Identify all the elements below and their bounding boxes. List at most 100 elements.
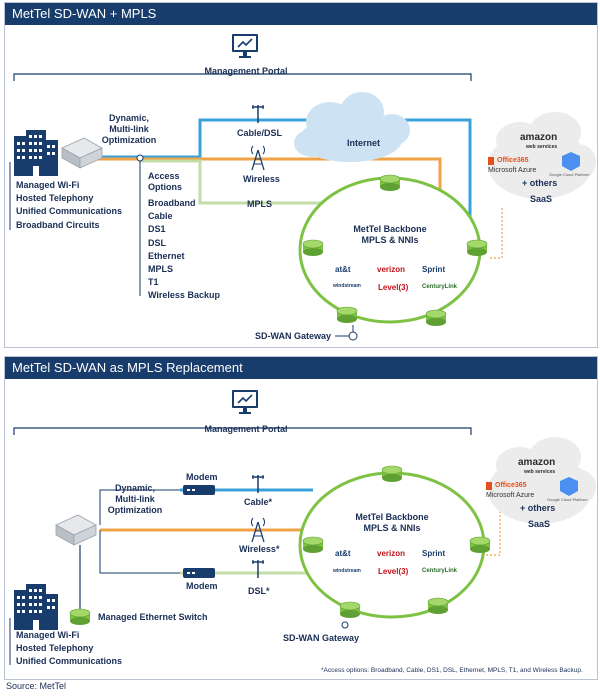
modem-icon: [183, 485, 215, 495]
google-cloud-logo: Google Cloud Platform: [549, 172, 590, 177]
aws-sub-logo: web services: [524, 469, 556, 475]
access-options-title: Access Options: [148, 171, 182, 193]
modem-icon: [183, 568, 215, 578]
backbone-title-line: MPLS & NNIs: [363, 523, 421, 533]
cable-dsl-label: Cable/DSL: [237, 128, 283, 138]
access-title-line: Access: [148, 171, 180, 181]
dynamic-line: Dynamic,: [114, 483, 156, 493]
panel-title: MetTel SD-WAN + MPLS: [5, 3, 597, 25]
verizon-logo: verizon: [377, 265, 406, 274]
gateway-node: [348, 331, 358, 341]
office-building-icon: [14, 130, 58, 176]
windstream-logo: windstream: [333, 283, 361, 289]
sprint-logo: Sprint: [422, 265, 446, 274]
site-service-item: Hosted Telephony: [16, 193, 94, 204]
dsl-label: DSL*: [248, 586, 270, 596]
saas-link: [486, 508, 501, 556]
att-logo: at&t: [335, 265, 351, 274]
management-bracket: [13, 427, 472, 435]
level3-logo: Level(3): [378, 567, 409, 576]
modem-label: Modem: [186, 472, 218, 482]
backbone-title-line: MetTel Backbone: [355, 512, 429, 522]
management-portal-label: Management Portal: [204, 424, 288, 434]
sdwan-gateway-label: SD-WAN Gateway: [283, 633, 360, 643]
mpls-link: [140, 159, 420, 205]
dynamic-optimization-label: Dynamic, Multi-link Optimization: [98, 483, 172, 516]
azure-logo: Microsoft Azure: [486, 492, 535, 499]
office365-logo: Office365: [495, 482, 527, 489]
backbone-node: [336, 306, 358, 324]
cable-dsl-link: [90, 118, 472, 240]
access-option-item: Cable: [148, 211, 173, 222]
office365-icon: [488, 157, 494, 165]
mettel-backbone-ring: [298, 471, 486, 619]
wireless-label: Wireless: [243, 174, 280, 184]
level3-logo: Level(3): [378, 283, 409, 292]
backbone-node: [427, 597, 449, 615]
sdwan-gateway-label: SD-WAN Gateway: [255, 331, 332, 341]
site-service-item: Unified Communications: [16, 206, 123, 217]
saas-label: SaaS: [528, 519, 551, 529]
office365-logo: Office365: [497, 157, 529, 164]
office-building-icon: [14, 584, 58, 630]
cable-label: Cable*: [244, 497, 273, 507]
access-option-item: Ethernet: [148, 250, 185, 261]
backbone-node: [302, 536, 324, 554]
site-service-item: Unified Communications: [16, 656, 123, 667]
google-cloud-icon: [562, 152, 580, 171]
management-portal-icon: [231, 33, 259, 59]
backbone-node: [381, 465, 403, 483]
backbone-node: [469, 536, 491, 554]
modem-label: Modem: [186, 581, 218, 591]
sdwan-router-icon: [55, 514, 97, 546]
panel-title: MetTel SD-WAN as MPLS Replacement: [5, 357, 597, 379]
access-title-line: Options: [148, 182, 182, 192]
saas-label: SaaS: [530, 194, 553, 204]
dynamic-line: Optimization: [101, 135, 157, 145]
others-label: + others: [520, 503, 556, 513]
access-option-item: MPLS: [148, 264, 174, 275]
access-option-item: Broadband: [148, 198, 196, 208]
dynamic-line: Optimization: [107, 505, 163, 515]
amazon-logo: amazon: [520, 132, 558, 143]
dynamic-line: Multi-link: [115, 494, 155, 504]
internet-label: Internet: [347, 138, 381, 148]
backbone-node: [466, 239, 488, 257]
diagram-panel-mpls-replacement: MetTel SD-WAN as MPLS Replacement: [4, 356, 598, 680]
backbone-node: [302, 239, 324, 257]
dynamic-line: Dynamic,: [108, 113, 150, 123]
backbone-title-line: MetTel Backbone: [353, 224, 427, 234]
management-bracket: [13, 73, 472, 81]
att-logo: at&t: [335, 549, 351, 558]
google-cloud-icon: [560, 477, 578, 496]
wireless-label: Wireless*: [239, 544, 280, 554]
verizon-logo: verizon: [377, 549, 406, 558]
backbone-title: MetTel Backbone MPLS & NNIs: [345, 224, 435, 246]
dsl-antenna-icon: [251, 559, 265, 579]
windstream-logo: windstream: [333, 568, 361, 574]
dynamic-optimization-label: Dynamic, Multi-link Optimization: [92, 113, 166, 146]
centurylink-logo: CenturyLink: [422, 568, 458, 574]
internet-cloud: [294, 92, 410, 162]
access-option-item: T1: [148, 277, 159, 288]
google-cloud-logo: Google Cloud Platform: [547, 497, 588, 502]
others-label: + others: [522, 178, 558, 188]
mpls-label: MPLS: [247, 199, 273, 209]
site-service-item: Managed Wi-Fi: [16, 180, 80, 190]
access-option-item: DS1: [148, 224, 166, 235]
amazon-logo: amazon: [518, 457, 556, 468]
backbone-node: [339, 601, 361, 619]
access-option-item: DSL: [148, 237, 166, 248]
aws-sub-logo: web services: [526, 144, 558, 150]
management-portal-icon: [231, 389, 259, 415]
centurylink-logo: CenturyLink: [422, 284, 458, 290]
site-service-item: Broadband Circuits: [16, 219, 100, 230]
access-option-item: Wireless Backup: [148, 290, 220, 301]
office365-icon: [486, 482, 492, 490]
mettel-backbone-ring: [298, 176, 482, 324]
site-service-item: Managed Wi-Fi: [16, 630, 80, 640]
